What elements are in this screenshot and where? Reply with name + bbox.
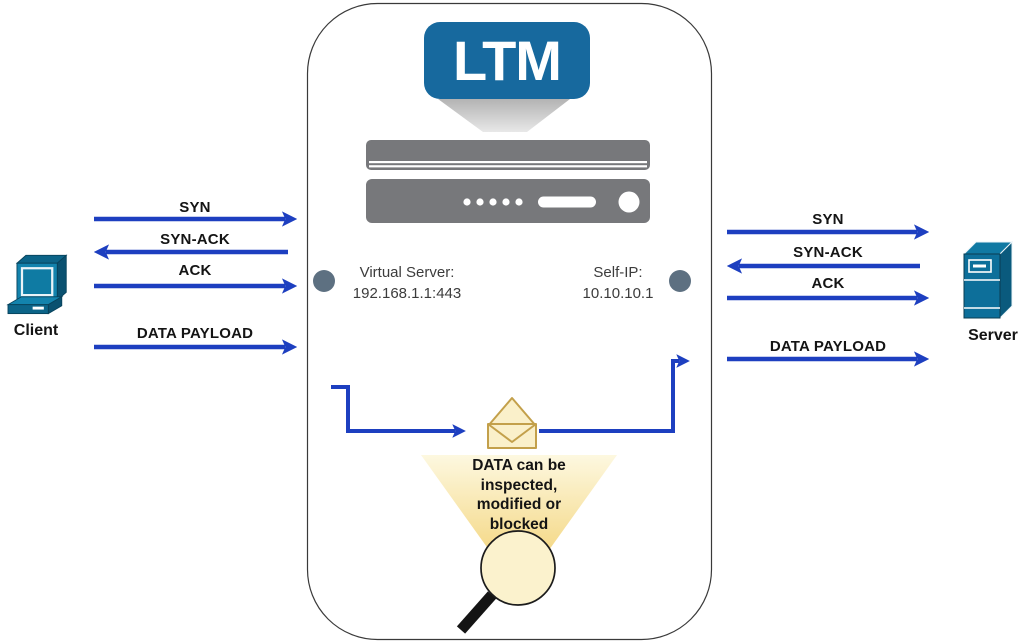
client-computer-icon bbox=[6, 254, 68, 315]
inspection-line-4: blocked bbox=[489, 515, 549, 533]
inspection-outbound-path bbox=[539, 354, 690, 433]
server-data-payload-label: DATA PAYLOAD bbox=[769, 338, 887, 355]
inspection-line-3: modified or bbox=[476, 496, 562, 513]
ltm-appliance-icon bbox=[366, 140, 650, 223]
server-label: Server bbox=[968, 327, 1018, 344]
ltm-badge bbox=[424, 22, 590, 99]
client-syn-label: SYN bbox=[179, 199, 211, 216]
virtual-server-port-dot bbox=[313, 270, 335, 292]
self-ip-title: Self-IP: bbox=[593, 264, 643, 281]
inspection-funnel bbox=[421, 455, 617, 592]
self-ip-info: Self-IP: 10.10.10.1 bbox=[583, 262, 654, 304]
server-syn-label: SYN bbox=[812, 211, 844, 228]
ltm-badge-pointer bbox=[438, 99, 570, 132]
self-ip-port-dot bbox=[669, 270, 691, 292]
server-syn-ack-label: SYN-ACK bbox=[793, 244, 863, 261]
inspection-line-1: DATA can be bbox=[472, 457, 566, 474]
inspection-inbound-path bbox=[331, 385, 466, 438]
server-tower-icon bbox=[962, 240, 1014, 320]
virtual-server-title: Virtual Server: bbox=[359, 264, 455, 281]
virtual-server-address: 192.168.1.1:443 bbox=[352, 285, 462, 302]
envelope-icon bbox=[487, 397, 537, 449]
client-label: Client bbox=[13, 322, 59, 339]
client-data-payload-label: DATA PAYLOAD bbox=[136, 325, 254, 342]
inspection-line-2: inspected, bbox=[480, 476, 558, 494]
self-ip-address: 10.10.10.1 bbox=[582, 285, 654, 302]
server-ack-label: ACK bbox=[811, 275, 845, 292]
magnifier-icon bbox=[456, 530, 556, 634]
client-ack-label: ACK bbox=[178, 262, 212, 279]
virtual-server-info: Virtual Server: 192.168.1.1:443 bbox=[353, 262, 461, 304]
ltm-badge-label: LTM bbox=[453, 29, 562, 92]
client-syn-ack-label: SYN-ACK bbox=[160, 231, 230, 248]
inspection-annotation: DATA can be inspected, modified or block… bbox=[472, 456, 566, 534]
